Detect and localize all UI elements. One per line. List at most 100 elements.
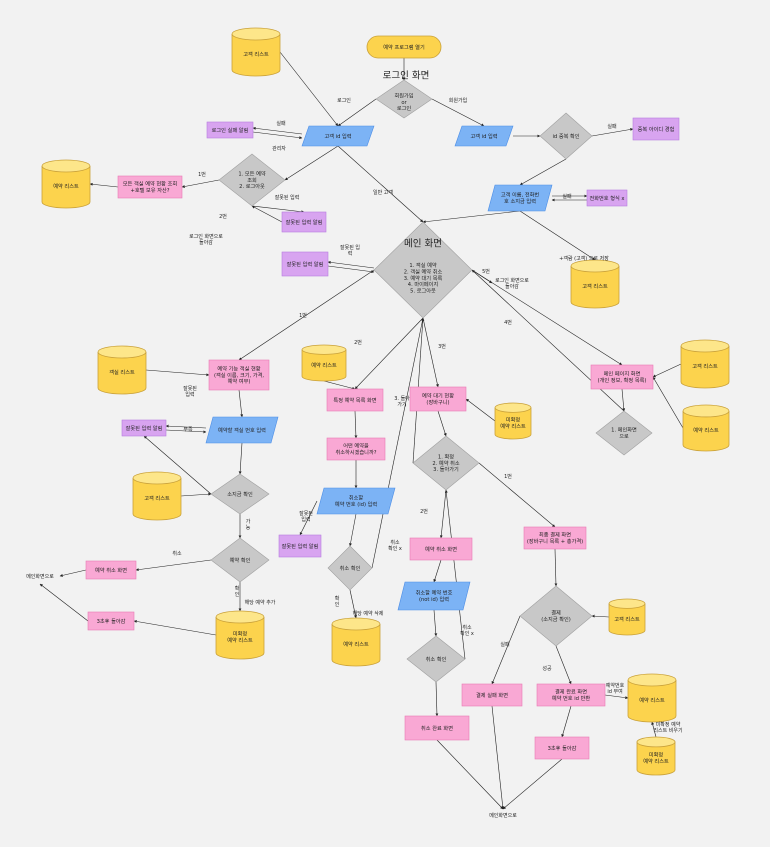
- node-text-line: 잘못된 입력 알림: [126, 424, 163, 432]
- node-db-customer-top: 고객 리스트: [231, 27, 281, 77]
- edge-pay-dec-to-pay-fail: [491, 615, 521, 685]
- node-text-line: 예약번호: [606, 682, 625, 689]
- edge-mypage-to-mypage-dec: [621, 388, 626, 412]
- node-text-line: (개인 정보, 확정 목록): [598, 376, 647, 384]
- node-text-line: 5번: [482, 268, 490, 275]
- alert-shape: [281, 251, 329, 277]
- label-l-fail-pay: 실패: [500, 641, 510, 648]
- edge-cust-info-to-db-customer-right: [519, 210, 596, 261]
- edge-cancel-num-input-to-cancel-check2: [433, 609, 438, 637]
- decision-shape: [210, 537, 270, 583]
- node-text-line: 가: [246, 518, 251, 525]
- label-l-general: 일반 고객: [373, 189, 393, 196]
- node-db-reserve-pay: 예약 리스트: [627, 673, 677, 723]
- node-back-3s-right: 3초후 돌아감: [534, 736, 590, 760]
- input-shape: [205, 416, 279, 444]
- node-start: 예약 프로그램 열기: [366, 35, 442, 59]
- process-shape: [326, 437, 386, 461]
- label-l-fail: 실패: [276, 120, 286, 127]
- edge-login-id-to-login-fail: [252, 126, 303, 135]
- edge-final-pay-to-pay-dec: [554, 548, 558, 587]
- label-l-wrong-main: 잘못된 입력: [340, 244, 360, 257]
- node-text-line: 예약 리스트: [311, 361, 337, 369]
- edge-db-unconfirmed-mid-to-waitlist: [465, 398, 496, 422]
- edge-login-dec-to-login-id: [337, 98, 377, 127]
- node-text-line: (장바구니 목록 + 총가격): [527, 537, 583, 545]
- decision-shape: [406, 635, 466, 683]
- database-top: [627, 673, 677, 687]
- node-text-line: 인: [335, 601, 340, 608]
- process-shape: [326, 388, 384, 412]
- alert-shape: [206, 121, 254, 139]
- label-l-w1: 1번: [504, 473, 512, 480]
- input-shape: [487, 184, 553, 212]
- label-l-back3: 3. 돌아가기: [394, 395, 410, 408]
- node-text-line: 예약 프로그램 열기: [383, 43, 425, 51]
- edge-cancel-screen-to-l-to-main-left: [59, 569, 87, 577]
- node-dup-check: id 중복 확인: [539, 112, 593, 160]
- node-text-line: 관리자: [272, 145, 286, 152]
- node-db-reserve-bottom: 예약 리스트: [331, 617, 381, 667]
- node-dup-alert: 중복 아이디 경험: [632, 117, 680, 141]
- node-reserve-confirm: 예약 확인: [210, 537, 270, 583]
- edge-all-status-to-db-reserve-left: [89, 182, 119, 188]
- edge-wrong-input-alert1-to-admin-dec: [251, 205, 283, 223]
- edge-admin-dec-to-all-status: [181, 179, 220, 188]
- decision-shape: [519, 585, 593, 647]
- node-text-line: 성공: [542, 665, 552, 672]
- node-text-line: 3초후 돌아감: [548, 744, 577, 752]
- decision-shape: [327, 545, 373, 591]
- node-cancel-num-input: 취소할 예약 번호(not id) 입력: [397, 581, 471, 611]
- decision-shape: [412, 435, 480, 491]
- node-text-line: 4번: [504, 319, 512, 326]
- node-text-line: 취소하시겠습니까?: [336, 448, 377, 456]
- database-body: [682, 410, 730, 452]
- node-db-reserve-left: 예약 리스트: [41, 159, 91, 209]
- process-shape: [117, 175, 183, 199]
- database-body: [627, 680, 677, 723]
- node-text-line: 취소: [172, 550, 182, 557]
- database-top: [570, 259, 620, 273]
- node-main-title: 메인 화면: [404, 238, 442, 249]
- node-text-line: 확인 x: [388, 545, 402, 552]
- edge-reserve-func-to-room-num-input: [238, 389, 244, 418]
- node-specific-list: 특정 예약 목록 화면: [326, 388, 384, 412]
- node-text-line: 확: [335, 595, 340, 602]
- node-text-line: 잘못된 입력 알림: [282, 542, 319, 550]
- node-text-line: 돌아감: [199, 239, 213, 246]
- node-text-line: 예약 번호 id 반환: [552, 694, 591, 702]
- node-text-line: 1번: [504, 473, 512, 480]
- process-shape: [409, 386, 467, 412]
- node-text-line: or: [401, 100, 407, 106]
- label-l-3: 3번: [438, 343, 446, 350]
- node-text-line: 예약 리스트: [500, 422, 526, 430]
- node-text-line: 예약 리스트: [343, 640, 369, 648]
- edge-cancel-check2-to-cancel-done: [435, 681, 439, 717]
- node-cancel-done: 취소 완료 화면: [404, 715, 470, 741]
- database-top: [636, 736, 676, 748]
- edge-login-id-to-main-dec: [337, 145, 424, 223]
- alert-shape: [632, 117, 680, 141]
- node-db-customer-mypage: 고객 리스트: [680, 339, 730, 389]
- node-db-reserve-mypage: 예약 리스트: [682, 404, 730, 452]
- node-wrong-input-alert4: 잘못된 입력 알림: [278, 534, 322, 558]
- node-text-line: 취소: [462, 624, 472, 631]
- edge-db-unconfirmed-right-to-db-reserve-pay: [651, 721, 657, 738]
- node-text-line: 잘못된 입력 알림: [286, 218, 323, 226]
- node-room-num-input: 예약할 객실 번호 입력: [205, 416, 279, 444]
- node-text-line: 실패: [276, 120, 286, 127]
- process-shape: [590, 364, 654, 390]
- node-db-reserve-mid: 예약 리스트: [301, 344, 347, 382]
- node-text-line: 확: [235, 585, 240, 592]
- node-text-line: 메인 페이지 화면: [604, 370, 641, 378]
- node-pay-dec: 결제(소지금 확인): [519, 585, 593, 647]
- database-top: [215, 610, 265, 624]
- label-l-wrong1: 잘못된 입력: [275, 194, 300, 201]
- edge-admin-dec-to-wrong-input-alert1: [251, 205, 305, 214]
- label-l-fail2: 실패: [607, 123, 617, 130]
- node-text-line: 메인화면으로: [489, 812, 517, 819]
- edge-db-unconfirmed-left-to-back-3s-left: [133, 619, 217, 636]
- node-text-line: 1번: [198, 171, 206, 178]
